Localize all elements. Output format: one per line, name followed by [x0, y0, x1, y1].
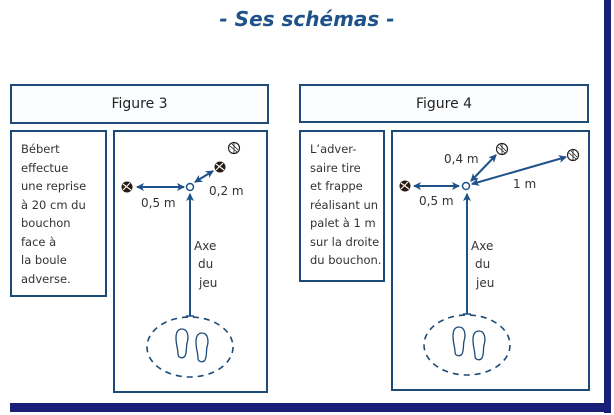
right-foot-icon — [195, 332, 209, 363]
left-foot-icon — [452, 326, 466, 357]
bottom-border-bar — [10, 403, 611, 412]
axis-label-1: Axe — [194, 239, 216, 253]
figure3-header: Figure 3 — [10, 84, 269, 124]
figure4-header: Figure 4 — [299, 84, 589, 123]
right-foot-icon — [472, 330, 486, 361]
distance-label-left: 0,5 m — [419, 194, 454, 208]
figure3-diagram-frame — [113, 130, 268, 393]
figure4-description: L’adver- saire tire et frappe réalisant … — [299, 130, 385, 282]
figure3-description: Bébert effectue une reprise à 20 cm du b… — [10, 130, 107, 297]
distance-arrow-right — [471, 155, 567, 186]
distance-label-right: 0,2 m — [209, 184, 244, 198]
throwing-circle — [146, 316, 234, 378]
axis-label-2: du — [475, 257, 490, 271]
bouchon-icon — [461, 181, 471, 191]
throwing-circle — [423, 314, 511, 376]
distance-arrow-right — [194, 170, 214, 183]
figure4-diagram-frame — [391, 130, 590, 391]
figure4-diagram: 0,5 m 0,4 m 1 m Axe du jeu — [398, 142, 580, 376]
axis-label-1: Axe — [471, 239, 493, 253]
page-title: - Ses schémas - — [219, 7, 395, 31]
figure3-diagram: 0,5 m 0,2 m Axe du jeu — [120, 141, 244, 378]
opponent-boule-icon — [120, 180, 134, 194]
shot-boule-icon — [227, 141, 241, 155]
distance-label-right: 1 m — [513, 177, 536, 191]
axis-label-3: jeu — [198, 276, 217, 290]
left-foot-icon — [175, 328, 189, 359]
palet-boule-icon — [566, 148, 580, 162]
bouchon-icon — [185, 182, 195, 192]
right-border-bar — [604, 0, 611, 413]
distance-label-left: 0,5 m — [141, 196, 176, 210]
shot-boule-icon — [495, 142, 509, 156]
opponent-boule-icon — [398, 179, 412, 193]
reprise-boule-icon — [213, 160, 227, 174]
axis-label-3: jeu — [475, 276, 494, 290]
axis-label-2: du — [198, 257, 213, 271]
distance-label-up: 0,4 m — [444, 152, 479, 166]
